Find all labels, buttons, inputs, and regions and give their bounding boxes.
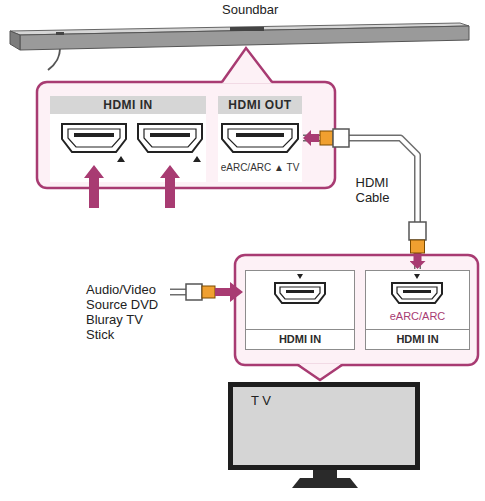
port-area (218, 96, 302, 182)
plug-tip (320, 131, 333, 145)
hdmi-port-inner (228, 129, 292, 147)
soundbar-power-socket (56, 32, 64, 35)
cable-outline (303, 138, 418, 269)
port-marker (414, 274, 420, 279)
insert-arrow (160, 165, 180, 208)
port-name: HDMI IN (246, 329, 354, 349)
hdmi-port-inner (68, 129, 120, 147)
port-group-name: HDMI OUT (218, 96, 302, 114)
hdmi-contacts (286, 290, 314, 293)
tv-earc-port: eARC/ARC HDMI IN (365, 270, 470, 350)
hdmi-contacts (74, 133, 114, 137)
hdmi-port (275, 283, 325, 303)
port-marker (117, 156, 125, 162)
hdmi-in-header: HDMI IN (50, 96, 206, 114)
port-name: HDMI IN (366, 329, 469, 349)
callout-pointer (222, 48, 272, 84)
cable-label: HDMI Cable (356, 175, 406, 205)
tv-set: T V (228, 382, 420, 470)
insert-arrow (215, 282, 243, 302)
callout-panel (235, 255, 478, 365)
hdmi-port-inner (397, 287, 437, 299)
plug-tip (411, 240, 425, 253)
soundbar-end (10, 31, 20, 50)
power-cable (48, 48, 60, 70)
soundbar-body (8, 22, 470, 52)
source-label: Audio/Video Source DVD Bluray TV Stick (86, 282, 164, 342)
hdmi-port (62, 124, 126, 152)
port-area (245, 270, 355, 350)
hdmi-port-inner (144, 129, 196, 147)
soundbar-port-recess (230, 27, 264, 31)
insert-arrow (84, 165, 104, 208)
hdmi-cable (303, 138, 418, 269)
hdmi-contacts (150, 133, 190, 137)
callout-pointer-edge (222, 48, 272, 82)
hdmi-port (222, 124, 298, 152)
callout-pointer (298, 363, 342, 380)
hdmi-contacts (403, 290, 431, 293)
port-marker (193, 156, 201, 162)
hdmi-port (392, 283, 442, 303)
port-group-name: HDMI IN (50, 96, 206, 114)
port-label: eARC/ARC (366, 310, 469, 323)
port-area (365, 270, 470, 350)
plug-tip (202, 286, 215, 298)
callout-panel (37, 82, 335, 188)
device-name: T V (233, 387, 415, 408)
device-name: Soundbar (222, 2, 278, 17)
tv-stand-base (292, 478, 358, 488)
hdmi-port (138, 124, 202, 152)
port-label: eARC/ARC ▲ TV (218, 162, 302, 174)
hdmi-port-inner (280, 287, 320, 299)
plug-body (186, 284, 202, 300)
hdmi-contacts (236, 133, 284, 137)
hdmi-out-port: HDMI OUT eARC/ARC ▲ TV (218, 96, 302, 182)
soundbar-front (20, 26, 469, 50)
plug-body (409, 222, 426, 240)
port-marker (297, 274, 303, 279)
tv-stand-neck (313, 470, 337, 479)
callout-pointer-edge (298, 365, 342, 380)
plug-body (333, 129, 349, 147)
port-area (50, 96, 206, 182)
tv-hdmi-in-port: HDMI IN (245, 270, 355, 350)
soundbar: Soundbar (8, 22, 470, 52)
